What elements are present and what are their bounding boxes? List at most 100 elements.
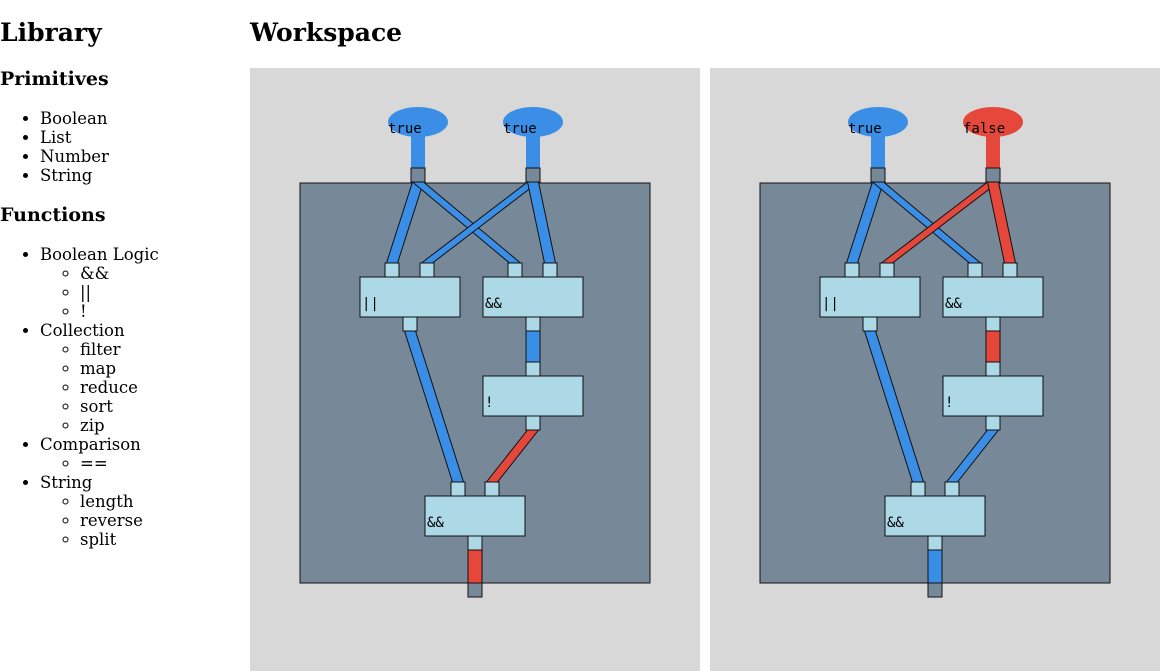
input-stem (526, 136, 540, 168)
wire-and-to-not (525, 330, 541, 363)
function-split[interactable]: split (80, 530, 159, 549)
circuit-diagram: true true || &&! && (299, 107, 651, 598)
and-node-bottom-box (884, 495, 986, 537)
input-port[interactable] (410, 167, 426, 183)
and-node-top[interactable]: && (482, 276, 584, 318)
function-group-label: String (40, 473, 93, 492)
not-node-label: ! (485, 395, 493, 411)
function-and[interactable]: && (80, 264, 159, 283)
not-input-port[interactable] (985, 361, 1001, 377)
function-equals[interactable]: == (80, 454, 159, 473)
and-node-bottom[interactable]: && (424, 495, 526, 537)
primitive-string[interactable]: String (40, 166, 109, 185)
or-input-port-b[interactable] (879, 262, 895, 278)
function-group-collection: Collection filter map reduce sort zip (40, 321, 159, 435)
input-value-label: true (503, 121, 537, 137)
function-length[interactable]: length (80, 492, 159, 511)
not-output-port[interactable] (525, 415, 541, 431)
or-node-label: || (362, 296, 379, 312)
function-group-label: Boolean Logic (40, 245, 159, 264)
result-wire (467, 549, 483, 584)
function-reduce[interactable]: reduce (80, 378, 159, 397)
and-node-top[interactable]: && (942, 276, 1044, 318)
or-output-port[interactable] (402, 316, 418, 332)
circuit-diagram: true false || &&! && (759, 107, 1111, 598)
function-group-label: Comparison (40, 435, 141, 454)
and-node-top-box (942, 276, 1044, 318)
function-zip[interactable]: zip (80, 416, 159, 435)
output-port[interactable] (927, 582, 943, 598)
not-input-port[interactable] (525, 361, 541, 377)
input-value-oval[interactable] (848, 107, 908, 137)
not-output-port[interactable] (985, 415, 1001, 431)
and-node-top-label: && (485, 296, 502, 312)
and-node-bottom-label: && (427, 515, 444, 531)
and-output-port[interactable] (985, 316, 1001, 332)
function-or[interactable]: || (80, 283, 159, 302)
and-node-bottom-label: && (887, 515, 904, 531)
input-stem (411, 136, 425, 168)
and-bottom-input-port-a[interactable] (450, 481, 466, 497)
wire-and-to-not (985, 330, 1001, 363)
function-sort[interactable]: sort (80, 397, 159, 416)
or-node[interactable]: || (819, 276, 921, 318)
or-node-box (819, 276, 921, 318)
and-input-port-b[interactable] (542, 262, 558, 278)
or-output-port[interactable] (862, 316, 878, 332)
or-input-port-b[interactable] (419, 262, 435, 278)
result-wire (927, 549, 943, 584)
workspace-canvas-2[interactable]: true false || &&! && (710, 68, 1160, 671)
function-group-label: Collection (40, 321, 125, 340)
and-bottom-output-port[interactable] (927, 535, 943, 551)
function-reverse[interactable]: reverse (80, 511, 159, 530)
function-not[interactable]: ! (80, 302, 159, 321)
input-value-oval[interactable] (503, 107, 563, 137)
primitives-heading: Primitives (0, 68, 109, 90)
and-node-top-label: && (945, 296, 962, 312)
and-bottom-output-port[interactable] (467, 535, 483, 551)
or-node-label: || (822, 296, 839, 312)
input-value-oval[interactable] (963, 107, 1023, 137)
function-map[interactable]: map (80, 359, 159, 378)
or-input-port-a[interactable] (384, 262, 400, 278)
function-group-boolean-logic: Boolean Logic && || ! (40, 245, 159, 321)
and-node-bottom[interactable]: && (884, 495, 986, 537)
and-node-bottom-box (424, 495, 526, 537)
not-node-box (942, 375, 1044, 417)
and-input-port-b[interactable] (1002, 262, 1018, 278)
library-title: Library (0, 18, 102, 47)
function-group-string: String length reverse split (40, 473, 159, 549)
primitive-number[interactable]: Number (40, 147, 109, 166)
and-output-port[interactable] (525, 316, 541, 332)
not-node[interactable]: ! (942, 375, 1044, 417)
output-port[interactable] (467, 582, 483, 598)
and-input-port-a[interactable] (967, 262, 983, 278)
input-value-label: true (388, 121, 422, 137)
function-filter[interactable]: filter (80, 340, 159, 359)
and-node-top-box (482, 276, 584, 318)
or-input-port-a[interactable] (844, 262, 860, 278)
input-stem (871, 136, 885, 168)
functions-heading: Functions (0, 204, 106, 226)
input-value-oval[interactable] (388, 107, 448, 137)
primitive-list[interactable]: List (40, 128, 109, 147)
input-port[interactable] (525, 167, 541, 183)
input-stem (986, 136, 1000, 168)
not-node-label: ! (945, 395, 953, 411)
and-input-port-a[interactable] (507, 262, 523, 278)
function-group-comparison: Comparison == (40, 435, 159, 473)
input-port[interactable] (870, 167, 886, 183)
or-node[interactable]: || (359, 276, 461, 318)
workspace-canvas-1[interactable]: true true || &&! && (250, 68, 700, 671)
and-bottom-input-port-a[interactable] (910, 481, 926, 497)
and-bottom-input-port-b[interactable] (484, 481, 500, 497)
and-bottom-input-port-b[interactable] (944, 481, 960, 497)
primitives-list: Boolean List Number String (40, 109, 109, 185)
input-port[interactable] (985, 167, 1001, 183)
primitive-boolean[interactable]: Boolean (40, 109, 109, 128)
input-value-label: false (963, 121, 1005, 137)
input-value-label: true (848, 121, 882, 137)
not-node-box (482, 375, 584, 417)
not-node[interactable]: ! (482, 375, 584, 417)
